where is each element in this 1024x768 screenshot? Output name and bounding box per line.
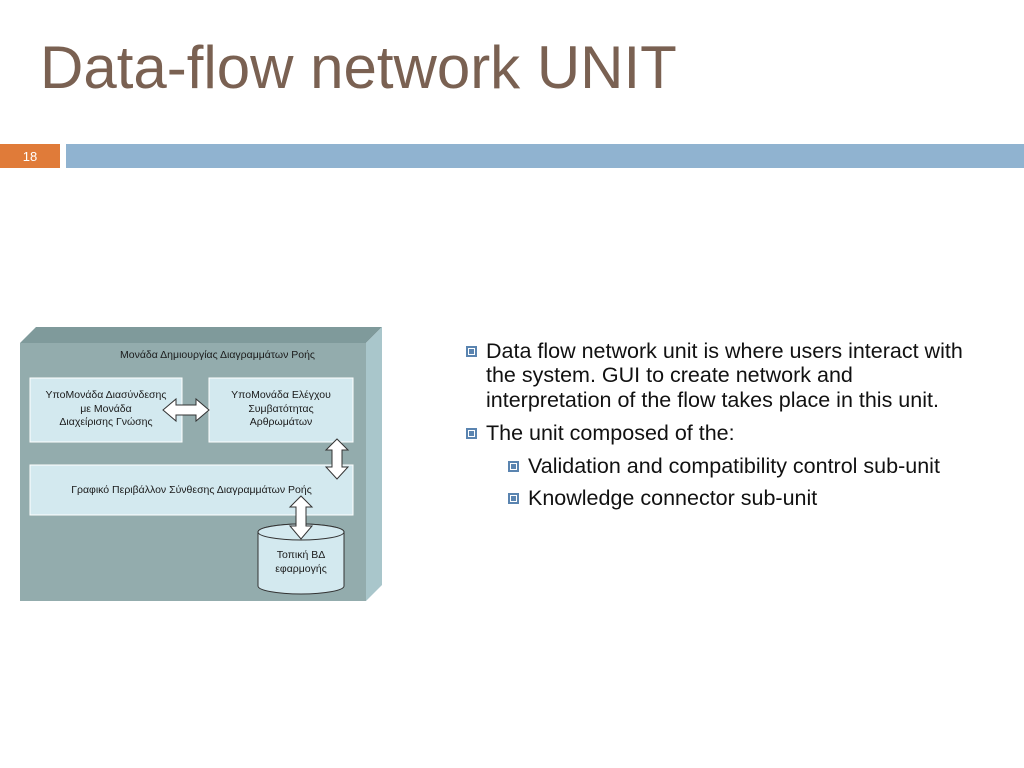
header-accent-bar — [66, 144, 1024, 168]
horizontal-double-arrow — [162, 397, 210, 423]
sub-bullet-item: Knowledge connector sub-unit — [508, 486, 966, 510]
submodule-right-line: Συμβατότητας — [248, 402, 314, 415]
submodule-left-line: με Μονάδα — [80, 402, 132, 415]
vertical-double-arrow-upper — [324, 438, 350, 480]
outer-box-top-face — [20, 327, 382, 343]
submodule-right-line: ΥποΜονάδα Ελέγχου — [231, 389, 331, 401]
outer-module-label: Μονάδα Δημιουργίας Διαγραμμάτων Ροής — [120, 349, 315, 361]
vertical-double-arrow-lower — [288, 495, 314, 540]
submodule-right-line: Αρθρωμάτων — [249, 416, 313, 429]
sub-bullet-item: Validation and compatibility control sub… — [508, 454, 966, 478]
database-label: Τοπική ΒΔ εφαρμογής — [258, 549, 344, 576]
submodule-left-line: ΥποΜονάδα Διασύνδεσης — [45, 389, 167, 401]
architecture-diagram: Μονάδα Δημιουργίας Διαγραμμάτων Ροής Υπο… — [20, 327, 382, 603]
bullet-text: Data flow network unit is where users in… — [486, 339, 963, 412]
bullet-item: Data flow network unit is where users in… — [466, 339, 966, 412]
gui-environment-label: Γραφικό Περιβάλλον Σύνθεσης Διαγραμμάτων… — [71, 484, 312, 496]
slide-number: 18 — [22, 148, 38, 164]
submodule-right-label: ΥποΜονάδα Ελέγχου Συμβατότητας Αρθρωμάτω… — [209, 389, 353, 430]
submodule-left-line: Διαχείρισης Γνώσης — [59, 416, 153, 429]
diagram-shapes — [20, 327, 382, 601]
bullet-square-icon — [466, 346, 477, 357]
database-line: εφαρμογής — [275, 562, 327, 575]
database-line: Τοπική ΒΔ — [276, 549, 326, 561]
slide-number-badge: 18 — [0, 144, 60, 168]
bullet-square-icon — [508, 493, 519, 505]
bullet-item: The unit composed of the: — [466, 421, 966, 445]
bullet-list: Data flow network unit is where users in… — [466, 339, 966, 519]
slide-title: Data-flow network UNIT — [40, 34, 677, 101]
bullet-square-icon — [508, 461, 519, 473]
submodule-left-label: ΥποΜονάδα Διασύνδεσης με Μονάδα Διαχείρι… — [30, 389, 182, 430]
submodule-left-box — [29, 377, 183, 443]
sub-bullet-text: Validation and compatibility control sub… — [528, 454, 940, 479]
outer-box-side-face — [366, 327, 382, 601]
bullet-square-icon — [466, 427, 477, 439]
bullet-text: The unit composed of the: — [486, 420, 735, 445]
sub-bullet-text: Knowledge connector sub-unit — [528, 486, 818, 511]
